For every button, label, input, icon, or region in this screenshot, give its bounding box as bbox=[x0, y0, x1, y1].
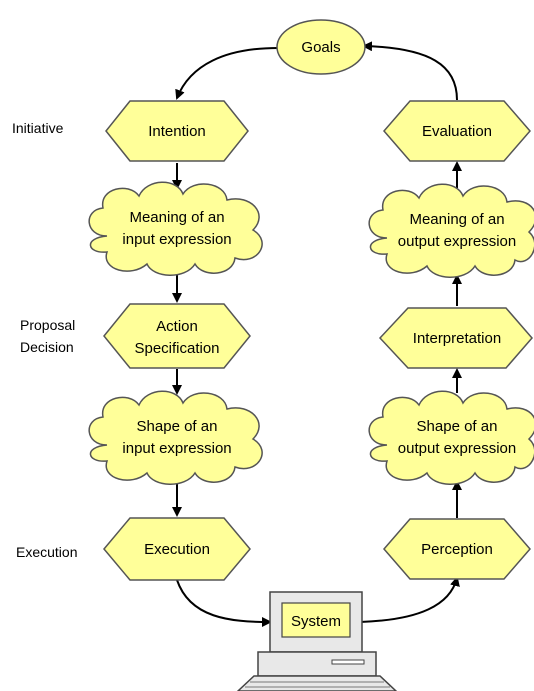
intention-label: Intention bbox=[148, 123, 206, 140]
intention-node: Intention bbox=[105, 100, 249, 162]
execution-node-label: Execution bbox=[144, 541, 210, 558]
meaning-input-label-line2: input expression bbox=[122, 231, 231, 248]
shape-input-cloud bbox=[88, 390, 263, 485]
goals-label: Goals bbox=[301, 39, 340, 56]
shape-output-cloud-node: Shape of an output expression bbox=[368, 390, 534, 485]
interpretation-label: Interpretation bbox=[413, 330, 501, 347]
arrow-execution-to-system bbox=[176, 579, 272, 627]
evaluation-hexagon bbox=[383, 100, 531, 162]
connectors bbox=[172, 41, 462, 627]
evaluation-node: Evaluation bbox=[383, 100, 531, 162]
execution-label: Execution bbox=[16, 544, 78, 560]
meaning-input-cloud-node: Meaning of an input expression bbox=[88, 181, 263, 276]
action-specification-hexagon bbox=[103, 303, 251, 369]
monitor-screen bbox=[281, 602, 351, 638]
perception-label: Perception bbox=[421, 541, 493, 558]
computer-icon: System bbox=[236, 591, 398, 691]
interpretation-node: Interpretation bbox=[378, 307, 533, 369]
meaning-output-label-line1: Meaning of an bbox=[409, 211, 504, 228]
execution-node: Execution bbox=[103, 517, 251, 581]
evaluation-label: Evaluation bbox=[422, 123, 492, 140]
shape-input-label-line1: Shape of an bbox=[137, 418, 218, 435]
disk-drive-slot bbox=[331, 659, 365, 665]
shape-output-label-line2: output expression bbox=[398, 440, 516, 457]
execution-hexagon bbox=[103, 517, 251, 581]
shape-output-label-line1: Shape of an bbox=[417, 418, 498, 435]
perception-hexagon bbox=[383, 518, 531, 580]
system-label: System bbox=[291, 613, 341, 630]
initiative-label: Initiative bbox=[12, 120, 64, 136]
shape-output-cloud bbox=[368, 390, 534, 485]
arrow-system-to-perception bbox=[359, 576, 460, 623]
action-specification-node: Action Specification bbox=[103, 303, 251, 369]
arrow-goals-to-intention bbox=[175, 47, 279, 100]
meaning-input-label-line1: Meaning of an bbox=[129, 209, 224, 226]
intention-hexagon bbox=[105, 100, 249, 162]
meaning-output-cloud-node: Meaning of an output expression bbox=[368, 183, 534, 278]
proposal-label: Proposal bbox=[20, 317, 76, 333]
keyboard bbox=[236, 675, 398, 691]
goals-ellipse bbox=[276, 19, 366, 75]
action-specification-label-line2: Specification bbox=[134, 340, 219, 357]
shape-input-cloud-node: Shape of an input expression bbox=[88, 390, 263, 485]
meaning-output-label-line2: output expression bbox=[398, 233, 516, 250]
interpretation-hexagon bbox=[378, 307, 533, 369]
perception-node: Perception bbox=[383, 518, 531, 580]
meaning-input-cloud bbox=[88, 181, 263, 276]
goals-node: Goals bbox=[276, 19, 366, 75]
action-specification-label-line1: Action bbox=[156, 318, 198, 335]
decision-label: Decision bbox=[20, 339, 74, 355]
meaning-output-cloud bbox=[368, 183, 534, 278]
shape-input-label-line2: input expression bbox=[122, 440, 231, 457]
arrow-evaluation-to-goals bbox=[362, 41, 458, 101]
